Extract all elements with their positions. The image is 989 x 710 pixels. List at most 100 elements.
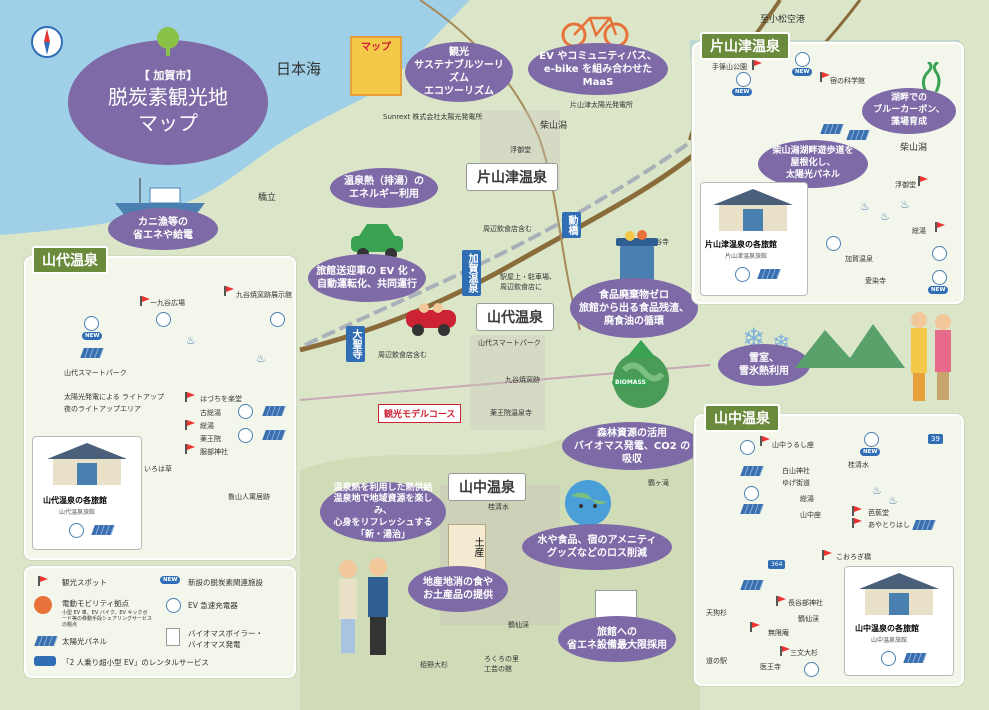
legend-mobility: 電動モビリティ拠点 [62, 599, 130, 608]
callout-inn-energy-line1: 旅館への [597, 627, 637, 638]
callout-ev-bus-line1: 旅館送迎車の EV 化・ [316, 266, 418, 277]
callout-amenity-line1: 水や食品、宿のアメニティ [537, 535, 657, 546]
yama-item-9: 服部神社 [200, 448, 228, 456]
callout-snow-line2: 雪氷熱利用 [739, 366, 789, 377]
women-illustration [911, 312, 951, 401]
callout-kani-line2: 省エネや給電 [133, 230, 193, 241]
spot-flag [760, 436, 770, 446]
legend-boiler: バイオマスボイラー・ [188, 629, 263, 638]
inn-card-sub: 片山津温泉旅館 [725, 253, 768, 260]
yamanaka-item-8: こおろぎ橋 [836, 553, 871, 561]
yama-item-2: 山代スマートパーク [64, 369, 127, 377]
callout-amenity-line2: グッズなどのロス削減 [547, 548, 647, 559]
inn-building-icon [595, 590, 637, 620]
model-course-label: 観光モデルコース [378, 404, 462, 423]
callout-blue-carbon-line3: 藻場育成 [890, 116, 927, 127]
new-badge: NEW [792, 68, 813, 76]
yamanaka-item-10: 長谷部神社 [788, 599, 823, 607]
souvenir-bag-icon: 土産 [448, 524, 486, 570]
hot-spring-icon: ♨ [872, 484, 882, 497]
ev-charger-icon [270, 312, 285, 327]
label-hagino: 栢野大杉 [420, 661, 448, 669]
yama-item-3: 太陽光発電による ライトアップ [64, 393, 165, 401]
new-badge: NEW [860, 448, 881, 456]
label-nagaiwa: 那谷寺 [648, 238, 669, 246]
title-main: 脱炭素観光地 [108, 84, 228, 109]
inn-building-icon [713, 189, 793, 231]
title-oval: 【 加賀市】 脱炭素観光地 マップ [68, 27, 268, 165]
callout-solar-roof-line2: 屋根化し、 [790, 158, 836, 169]
kata-item-6: 愛染寺 [865, 277, 886, 285]
callout-maas: EV やコミュニティバス、 e-bike を組み合わせた MaaS [528, 43, 668, 95]
label-katayamazu-solar: 片山津太陽光発電所 [570, 101, 633, 109]
new-badge: NEW [928, 286, 949, 294]
spot-flag [776, 596, 786, 606]
callout-biomass-line1: 森林資源の活用 [597, 427, 667, 439]
label-hashitate: 橋立 [258, 193, 277, 203]
food-bin-icon [616, 230, 658, 282]
solar-panel-icon [846, 130, 870, 140]
yamanaka-item-12: 鶴仙渓 [798, 615, 819, 623]
spot-flag [820, 72, 830, 82]
legend-boiler2: バイオマス発電 [188, 640, 241, 649]
label-shuhen2: 周辺飲食店含む [378, 351, 427, 359]
kata-item-0: 手篠山公園 [712, 63, 747, 71]
spot-flag [852, 518, 862, 528]
label-kutani: 九谷焼窯跡 [505, 376, 540, 384]
callout-blue-carbon-line2: ブルーカーボン、 [873, 105, 945, 116]
compass-icon [31, 26, 63, 58]
hot-spring-icon: ♨ [186, 334, 196, 347]
solar-panel-icon [262, 406, 286, 416]
ev-charger-icon [804, 662, 819, 677]
spot-flag [140, 296, 150, 306]
callout-biomass: 森林資源の活用 バイオマス発電、CO2 の吸収 [562, 422, 702, 470]
ev-charger-icon [795, 52, 810, 67]
map-label-katayamazu: 片山津温泉 [466, 163, 558, 191]
callout-inn-energy-line2: 省エネ設備最大限採用 [567, 640, 667, 651]
station-kaga: 加賀温泉 [462, 250, 481, 296]
solar-panel-icon [740, 466, 764, 476]
kata-item-1: 宿の科学館 [830, 77, 865, 85]
callout-solar-roof: 柴山潟湖畔遊歩道を 屋根化し、 太陽光パネル [758, 140, 868, 188]
yamanaka-item-9: 天狗杉 [706, 609, 727, 617]
yama-item-1: 九谷焼窯跡展示館 [236, 291, 292, 299]
road-364: 364 [768, 560, 786, 569]
solar-legend-icon [34, 636, 58, 646]
ev-charger-icon [826, 236, 841, 251]
kata-item-4: 総湯 [912, 227, 926, 235]
yama-item-8: 薬王院 [200, 435, 221, 443]
station-dobashi: 動橋 [562, 212, 581, 238]
callout-biomass-line2: バイオマス発電、CO2 の吸収 [573, 440, 691, 465]
yamanaka-item-2: ゆげ街道 [782, 479, 810, 487]
spot-flag [185, 420, 195, 430]
label-rokuro: ろくろの里 [484, 655, 519, 663]
ev-charger-icon [864, 432, 879, 447]
spot-flag [185, 444, 195, 454]
callout-food-loss: 食品廃棄物ゼロ 旅館から出る食品残渣、 廃食油の循環 [570, 278, 698, 338]
spot-flag [185, 392, 195, 402]
new-badge: NEW [82, 332, 103, 340]
callout-heat-spa: 温泉熱を利用した熱供給 温泉地で地域資源を楽しみ、 心身をリフレッシュする 「新… [320, 482, 446, 542]
label-yakushi: 薬王院温泉寺 [490, 409, 532, 417]
road-39: 39 [928, 434, 943, 444]
ev-charger-icon [932, 246, 947, 261]
callout-inn-energy: 旅館への 省エネ設備最大限採用 [558, 616, 676, 662]
legend-new-badge: NEW [160, 576, 181, 584]
ev-rental-car-icon [406, 303, 456, 336]
solar-panel-icon [80, 348, 104, 358]
mountains-illustration [795, 324, 905, 368]
ev-charger-icon [156, 312, 171, 327]
legend-new: 新設の脱炭素関連施設 [188, 578, 263, 587]
label-shuhen1: 周辺飲食店含む [483, 225, 532, 233]
title-sub: 【 加賀市】 [138, 69, 198, 83]
ev-charger-icon [932, 270, 947, 285]
inn-card-title: 山代温泉の各旅館 [43, 496, 107, 505]
hot-spring-icon: ♨ [256, 352, 266, 365]
callout-solar-roof-line3: 太陽光パネル [785, 169, 840, 180]
callout-local-food-line2: お土産品の提供 [423, 590, 493, 601]
callout-heat-spa-line1: 温泉熱を利用した熱供給 [333, 482, 433, 493]
inn-card-katayamazu: 片山津温泉の各旅館 片山津温泉旅館 [700, 182, 808, 296]
yama-item-0: 一九谷広場 [150, 299, 185, 307]
ev-charger-icon [84, 316, 99, 331]
